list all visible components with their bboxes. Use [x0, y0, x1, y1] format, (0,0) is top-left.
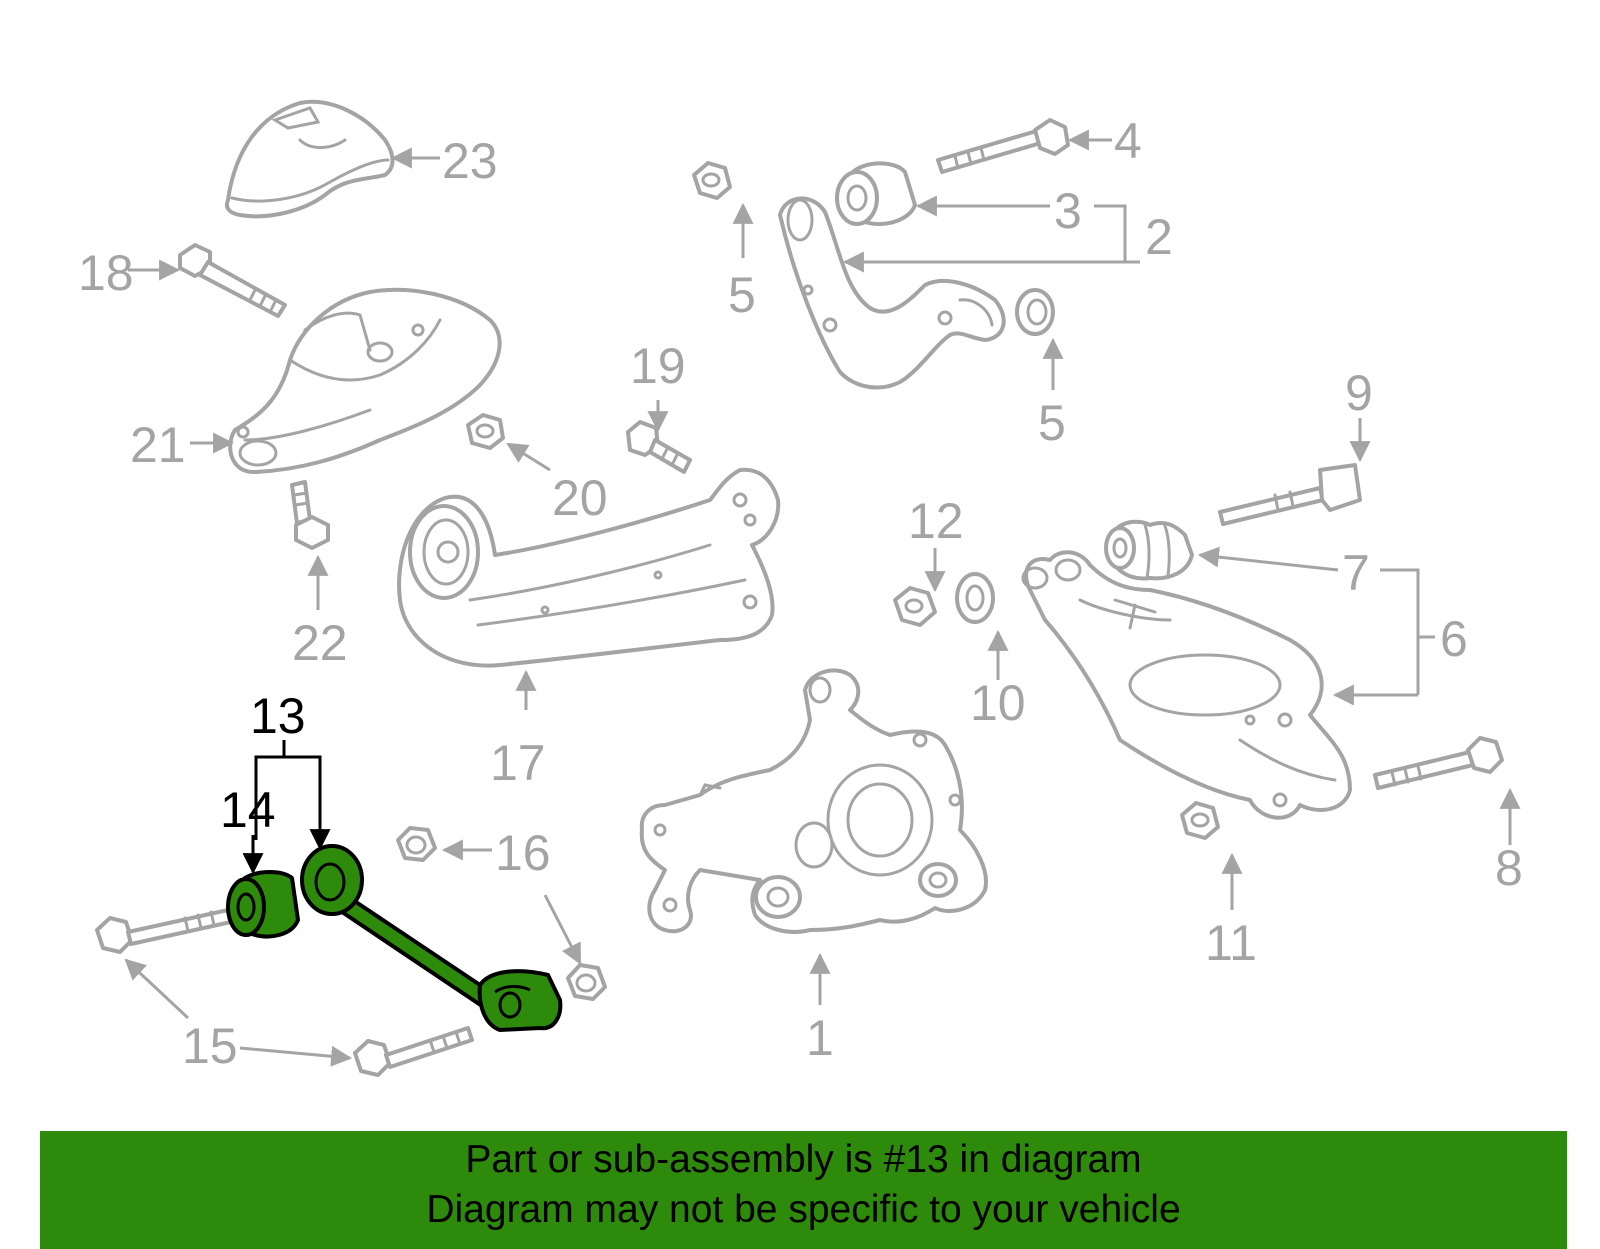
part-21-mount	[228, 287, 502, 475]
callout-22: 22	[292, 615, 348, 671]
part-1-knuckle	[639, 668, 988, 934]
part-17-trailing-arm	[397, 467, 781, 668]
part-5-nut-lower	[1015, 288, 1055, 336]
part-2-upper-arm	[778, 196, 1006, 390]
banner-line-disclaimer: Diagram may not be specific to your vehi…	[426, 1188, 1181, 1231]
callout-23: 23	[442, 133, 498, 189]
part-5-nut-upper	[692, 161, 732, 200]
part-16-nut-upper	[396, 826, 437, 862]
callout-5-lower: 5	[1038, 395, 1066, 451]
callout-3: 3	[1054, 183, 1082, 239]
part-13-arm-highlighted[interactable]	[300, 844, 563, 1032]
banner-line-part-number: Part or sub-assembly is #13 in diagram	[465, 1138, 1142, 1181]
callout-15: 15	[182, 1018, 238, 1074]
callout-19: 19	[630, 338, 686, 394]
callout-9: 9	[1345, 365, 1373, 421]
part-12-nut	[893, 586, 937, 627]
callout-4: 4	[1114, 113, 1142, 169]
callout-20: 20	[552, 470, 608, 526]
callout-1: 1	[806, 1010, 834, 1066]
callout-11: 11	[1205, 915, 1257, 971]
callout-14: 14	[220, 782, 276, 838]
part-23-cover	[224, 99, 395, 219]
callout-12: 12	[908, 493, 964, 549]
diagram-notice-banner: Part or sub-assembly is #13 in diagram D…	[40, 1131, 1567, 1249]
callout-5-upper: 5	[728, 267, 756, 323]
callout-8: 8	[1495, 840, 1523, 896]
part-22-bolt	[290, 480, 330, 550]
part-11-nut	[1180, 801, 1220, 840]
callout-6: 6	[1440, 611, 1468, 667]
callout-2: 2	[1145, 209, 1173, 265]
callout-21: 21	[130, 417, 186, 473]
leader-lines	[124, 129, 1521, 1067]
part-20-nut	[466, 413, 505, 450]
callout-labels: 1 2 3 4 5 5 6 7 8 9 10 11 12 13 14 15 16…	[78, 113, 1523, 1074]
callout-13: 13	[250, 688, 306, 744]
part-7-bushing	[1104, 519, 1194, 581]
callout-17: 17	[490, 735, 546, 791]
callout-10: 10	[970, 675, 1026, 731]
part-18-bolt	[178, 243, 287, 318]
part-3-bushing	[835, 161, 917, 226]
callout-16: 16	[495, 825, 551, 881]
part-15-bolt-lower	[353, 1026, 474, 1077]
part-15-bolt-upper	[95, 908, 233, 954]
part-14-bushing-highlighted[interactable]	[226, 870, 300, 939]
part-6-lower-arm	[1021, 550, 1352, 820]
part-10-washer	[955, 572, 995, 624]
part-16-nut-lower	[566, 963, 607, 1001]
part-8-bolt	[1373, 736, 1504, 790]
callout-7: 7	[1342, 545, 1370, 601]
callout-18: 18	[78, 245, 134, 301]
part-9-bolt	[1218, 463, 1362, 526]
part-4-bolt	[936, 118, 1070, 174]
